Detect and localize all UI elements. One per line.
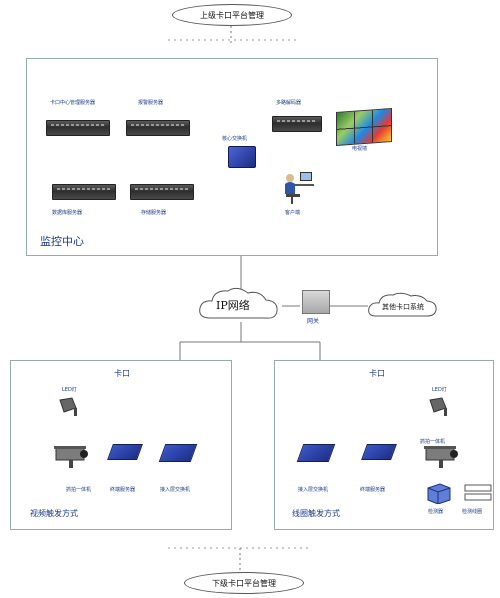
left-terminal-label: 终端服务器 <box>110 487 136 493</box>
other-systems-cloud <box>368 292 437 317</box>
client-workstation-icon <box>285 172 314 204</box>
left-camera-label: 抓拍一体机 <box>66 487 92 493</box>
right-coil-icon <box>464 484 492 501</box>
right-switch-label: 接入层交换机 <box>298 487 329 493</box>
upper-platform-label: 上级卡口平台管理 <box>200 10 264 20</box>
left-led-lamp-icon <box>59 397 77 416</box>
monitoring-center-title: 监控中心 <box>40 235 84 248</box>
right-access-switch-icon <box>296 444 336 462</box>
alarm-server-icon <box>126 120 190 136</box>
left-access-switch-icon <box>158 444 198 462</box>
storage-server-icon <box>130 184 194 200</box>
core-switch-label: 核心交换机 <box>222 136 248 142</box>
right-led-label: LED灯 <box>432 387 447 393</box>
core-switch-icon <box>228 146 256 168</box>
other-systems-label: 其他卡口系统 <box>382 303 424 311</box>
client-label: 客户端 <box>285 210 301 216</box>
upper-platform-node: 上级卡口平台管理 <box>172 4 292 26</box>
lower-platform-label: 下级卡口平台管理 <box>212 578 276 588</box>
right-led-lamp-icon <box>429 397 447 416</box>
left-mode-label: 视频触发方式 <box>30 509 78 518</box>
ip-network-label: IP网络 <box>216 299 250 312</box>
right-camera-icon <box>424 446 458 468</box>
mgmt-server-icon <box>46 120 110 136</box>
right-camera-label: 抓拍一体机 <box>420 439 446 445</box>
left-led-label: LED灯 <box>62 387 77 393</box>
right-terminal-server-icon <box>361 444 397 460</box>
left-switch-label: 接入层交换机 <box>160 487 191 493</box>
decoder-label: 多路解码器 <box>276 100 302 106</box>
right-terminal-label: 终端服务器 <box>360 487 386 493</box>
alarm-server-label: 报警服务器 <box>138 100 164 106</box>
right-detector-icon <box>427 483 451 504</box>
right-mode-label: 线圈触发方式 <box>292 509 340 518</box>
lower-platform-node: 下级卡口平台管理 <box>184 572 304 594</box>
db-server-label: 数据库服务器 <box>52 210 83 216</box>
ip-network-cloud <box>199 287 278 319</box>
decoder-icon <box>272 116 322 132</box>
storage-server-label: 存储服务器 <box>141 210 167 216</box>
gateway-icon <box>302 290 330 314</box>
db-server-icon <box>52 184 116 200</box>
right-coil-label: 检测线圈 <box>462 509 483 515</box>
right-kakou-title: 卡口 <box>369 369 385 378</box>
left-camera-icon <box>54 446 88 468</box>
tv-wall-label: 电视墙 <box>352 146 368 152</box>
mgmt-server-label: 卡口中心管理服务器 <box>50 100 96 106</box>
left-kakou-title: 卡口 <box>114 369 130 378</box>
tv-wall-icon <box>336 108 392 146</box>
right-detector-label: 检测器 <box>428 509 444 515</box>
left-terminal-server-icon <box>107 444 143 460</box>
gateway-label: 网关 <box>307 318 320 325</box>
